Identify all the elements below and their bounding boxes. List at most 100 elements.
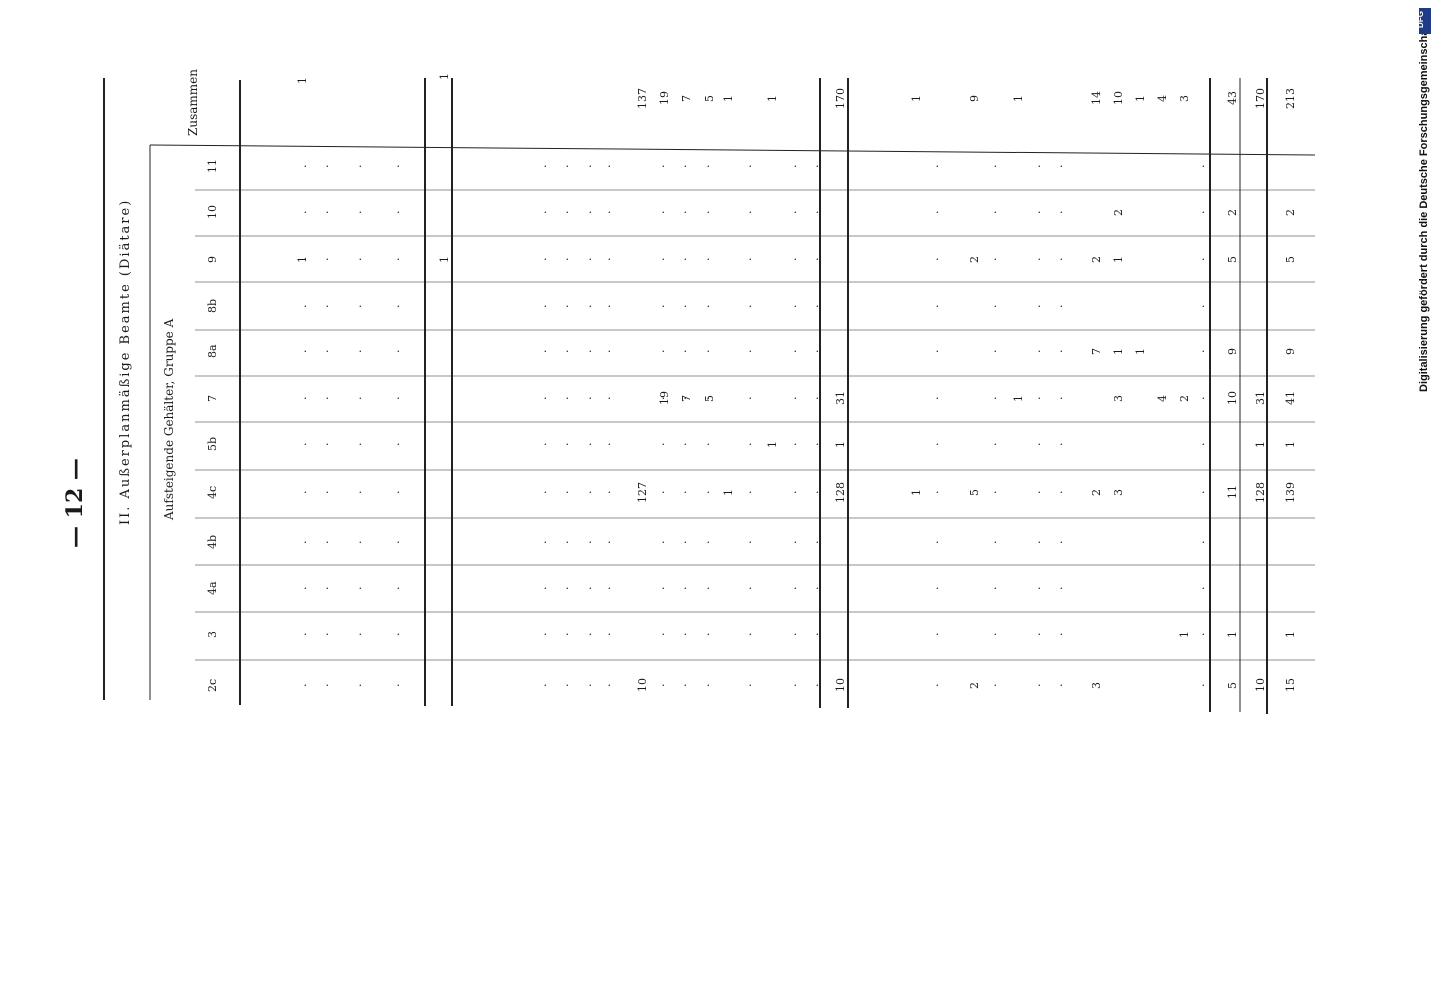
dot-leader: . <box>1052 586 1065 591</box>
column-header: 7 <box>206 394 219 402</box>
dot-leader: . <box>928 490 941 495</box>
dot-leader: . <box>389 349 402 354</box>
dot-leader: . <box>808 304 821 309</box>
dot-leader: . <box>296 632 309 637</box>
dot-leader: . <box>676 257 689 262</box>
dot-leader: . <box>986 304 999 309</box>
dot-leader: . <box>296 442 309 447</box>
dot-leader: . <box>581 304 594 309</box>
dot-leader: . <box>318 210 331 215</box>
dot-leader: . <box>1052 257 1065 262</box>
dot-leader: . <box>600 632 613 637</box>
dot-leader: . <box>1030 683 1043 688</box>
dot-leader: . <box>654 349 667 354</box>
dot-leader: . <box>786 304 799 309</box>
dot-leader: . <box>1052 683 1065 688</box>
dot-leader: . <box>676 304 689 309</box>
dot-leader: . <box>699 540 712 545</box>
table-cell: 1 <box>1112 255 1125 263</box>
dot-leader: . <box>351 164 364 169</box>
dot-leader: . <box>1194 164 1207 169</box>
row-total: 137 <box>636 87 649 109</box>
dot-leader: . <box>536 442 549 447</box>
dot-leader: . <box>600 257 613 262</box>
table-cell: 4 <box>1156 394 1169 402</box>
dot-leader: . <box>654 396 667 401</box>
dot-leader: . <box>654 304 667 309</box>
dot-leader: . <box>1030 304 1043 309</box>
grand-total-cell: 2 <box>1284 208 1297 216</box>
table-cell: 1 <box>296 255 309 263</box>
column-header: 4c <box>206 485 219 499</box>
page-number: — 12 — <box>62 458 88 548</box>
block-sum-cell: 10 <box>834 678 847 692</box>
dot-leader: . <box>351 540 364 545</box>
dot-leader: . <box>928 586 941 591</box>
dot-leader: . <box>1194 632 1207 637</box>
dot-leader: . <box>699 683 712 688</box>
block-sum-cell: 128 <box>834 481 847 503</box>
dot-leader: . <box>389 632 402 637</box>
dot-leader: . <box>558 257 571 262</box>
dot-leader: . <box>928 632 941 637</box>
dot-leader: . <box>389 396 402 401</box>
dot-leader: . <box>786 210 799 215</box>
dot-leader: . <box>581 490 594 495</box>
dot-leader: . <box>699 257 712 262</box>
dot-leader: . <box>699 210 712 215</box>
dot-leader: . <box>558 586 571 591</box>
dot-leader: . <box>654 164 667 169</box>
dot-leader: . <box>558 442 571 447</box>
dot-leader: . <box>600 210 613 215</box>
dot-leader: . <box>1030 490 1043 495</box>
dot-leader: . <box>1052 490 1065 495</box>
dot-leader: . <box>699 349 712 354</box>
dot-leader: . <box>558 304 571 309</box>
dot-leader: . <box>699 396 712 401</box>
table-cell: 5 <box>968 488 981 496</box>
dot-leader: . <box>808 210 821 215</box>
dot-leader: . <box>351 490 364 495</box>
dot-leader: . <box>558 349 571 354</box>
table-cell: 3 <box>1090 681 1103 689</box>
dot-leader: . <box>808 442 821 447</box>
dot-leader: . <box>808 164 821 169</box>
dot-leader: . <box>986 257 999 262</box>
dot-leader: . <box>296 210 309 215</box>
dot-leader: . <box>1030 632 1043 637</box>
dot-leader: . <box>741 540 754 545</box>
grand-total-cell: 15 <box>1284 678 1297 692</box>
dot-leader: . <box>558 396 571 401</box>
dot-leader: . <box>296 540 309 545</box>
row-total: 1 <box>296 76 309 84</box>
dot-leader: . <box>558 683 571 688</box>
dot-leader: . <box>808 396 821 401</box>
table-cell: 2 <box>968 681 981 689</box>
dot-leader: . <box>536 683 549 688</box>
dot-leader: . <box>741 683 754 688</box>
dot-leader: . <box>318 490 331 495</box>
dot-leader: . <box>389 490 402 495</box>
dot-leader: . <box>1194 210 1207 215</box>
dot-leader: . <box>1030 586 1043 591</box>
dot-leader: . <box>1052 210 1065 215</box>
dot-leader: . <box>600 540 613 545</box>
dot-leader: . <box>581 540 594 545</box>
dot-leader: . <box>786 164 799 169</box>
carry-cell: 170 <box>1254 87 1267 109</box>
dot-leader: . <box>351 210 364 215</box>
row-total: 3 <box>1178 94 1191 102</box>
dot-leader: . <box>786 683 799 688</box>
column-header: 10 <box>206 205 219 219</box>
dot-leader: . <box>808 632 821 637</box>
dot-leader: . <box>351 442 364 447</box>
dot-leader: . <box>808 257 821 262</box>
block-sum-cell: 5 <box>1226 681 1239 689</box>
dot-leader: . <box>741 442 754 447</box>
dot-leader: . <box>676 490 689 495</box>
table-cell: 1 <box>1178 630 1191 638</box>
dot-leader: . <box>581 396 594 401</box>
dot-leader: . <box>318 396 331 401</box>
dot-leader: . <box>600 683 613 688</box>
dot-leader: . <box>1030 349 1043 354</box>
